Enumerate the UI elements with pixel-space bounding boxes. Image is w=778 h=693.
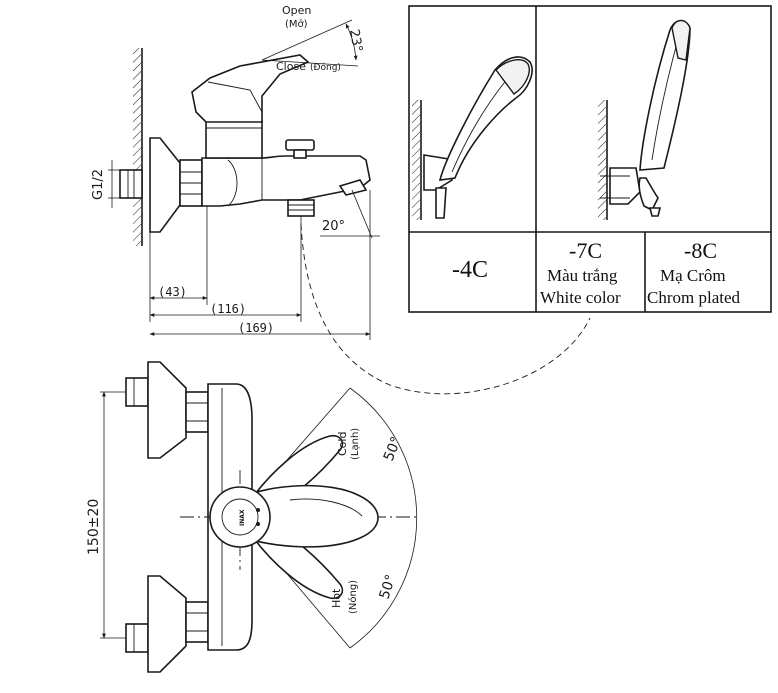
lever-handle — [191, 54, 310, 123]
wall-hatch — [133, 48, 143, 246]
dim-169: (169) — [238, 321, 274, 335]
variant-name-vn-7c: Màu trắng — [547, 266, 618, 285]
thread-label: G1/2 — [91, 169, 106, 200]
spout-tip — [338, 179, 368, 196]
dimension-lines — [149, 190, 371, 340]
inlet-upper — [125, 361, 209, 459]
hot-label: Hot — [330, 588, 343, 608]
handle-angle-label: 23° — [346, 28, 365, 53]
dim-116: (116) — [210, 302, 246, 316]
cartridge-stem — [205, 119, 263, 159]
center-distance-label: 150±20 — [86, 499, 102, 555]
open-label: Open — [282, 4, 311, 17]
spout-angle-label: 20° — [322, 219, 345, 234]
handle-swing-arc — [349, 387, 418, 649]
side-view: G1/2 — [91, 4, 380, 340]
top-view: 150±20 — [86, 361, 420, 673]
variant-code-8c: -8C — [684, 238, 717, 263]
hot-angle-label: 50° — [377, 573, 400, 602]
hand-shower-4c — [412, 56, 533, 220]
lever-center — [239, 484, 379, 548]
hot-label-vn: (Nóng) — [347, 580, 359, 614]
variant-name-en-8c: Chrom plated — [647, 288, 741, 307]
cold-label: Cold — [336, 432, 349, 456]
inlet-pipe — [108, 160, 143, 208]
variant-name-en-7c: White color — [540, 288, 621, 307]
faucet-body — [201, 155, 371, 207]
shower-outlet — [287, 199, 315, 217]
variant-code-4c: -4C — [452, 257, 488, 283]
inlet-lower — [125, 575, 209, 673]
hand-shower-7c — [598, 19, 691, 220]
wall-flange — [149, 137, 181, 233]
dim-43: (43) — [158, 285, 187, 299]
open-label-vn: (Mở) — [285, 18, 308, 30]
hex-nut — [179, 159, 203, 207]
variant-code-7c: -7C — [569, 238, 602, 263]
cold-angle-label: 50° — [381, 434, 405, 463]
cold-label-vn: (Lạnh) — [350, 428, 361, 460]
diverter-knob — [285, 139, 315, 159]
close-label-vn: (Đóng) — [310, 62, 341, 73]
close-label: Close — [276, 60, 306, 73]
cartridge-cap — [209, 486, 271, 548]
variant-panel: -4C -7C Màu trắng White color -8C Mạ Crô… — [408, 5, 772, 313]
shower-connection-line — [300, 223, 591, 395]
brand-mark: INAX — [239, 509, 246, 526]
variant-name-vn-8c: Mạ Crôm — [660, 266, 726, 285]
